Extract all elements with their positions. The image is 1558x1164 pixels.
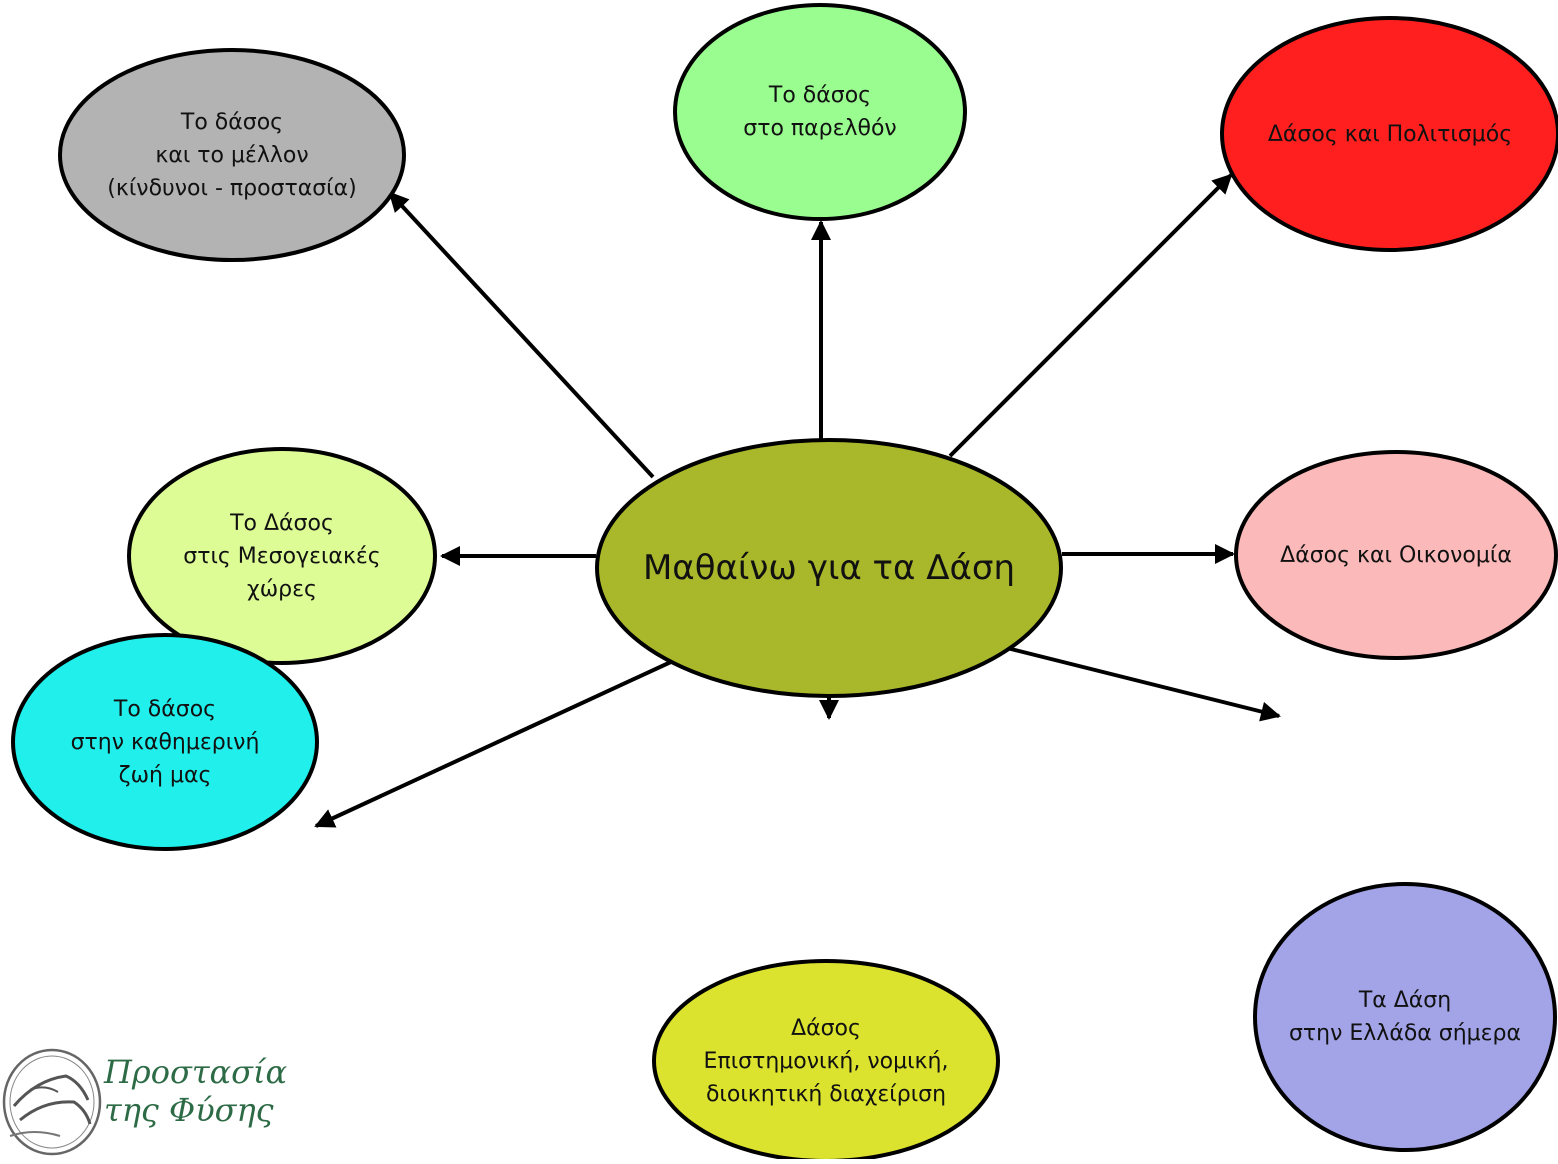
nodes-layer [11,3,1558,1159]
node-economy-shape [1234,450,1558,660]
arrow-center-to-greece-today [986,641,1281,722]
arrow-center-to-future [388,191,655,479]
node-management-shape [652,959,1000,1159]
node-culture-shape [1220,16,1558,252]
node-greece-today-shape [1253,882,1557,1152]
node-mediterranean-shape [127,447,437,665]
node-future-shape [58,48,406,262]
hiker-emblem-icon [2,1048,102,1156]
node-center-shape [595,438,1063,698]
node-past-shape [673,3,967,221]
logo-text-line2: της Φύσης [104,1091,274,1129]
logo: Προστασία της Φύσης [0,1040,300,1159]
arrow-center-to-culture [948,173,1233,458]
arrow-center-to-daily-life [314,659,674,828]
node-daily-life-shape [11,633,319,851]
logo-text-line1: Προστασία [104,1053,288,1091]
arrows-layer [314,173,1281,828]
